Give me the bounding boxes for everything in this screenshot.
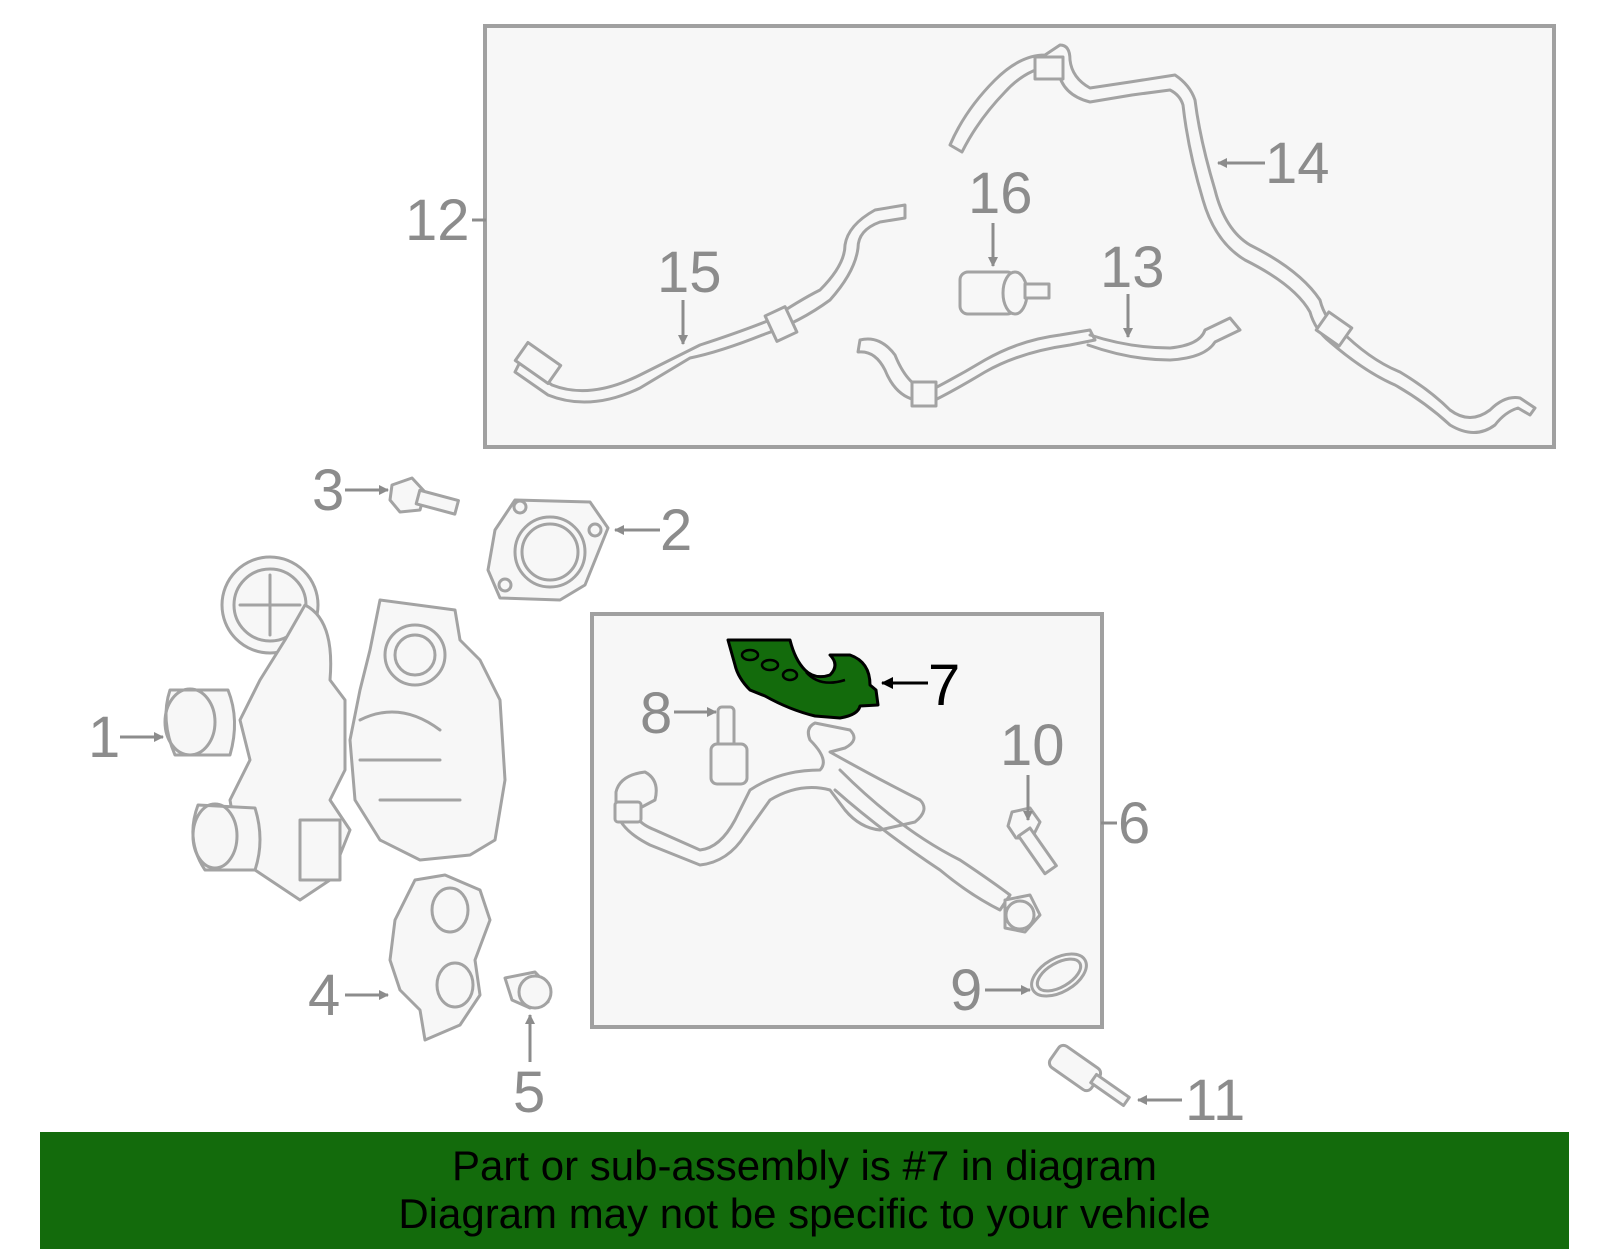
callout-9: 9: [950, 958, 982, 1023]
callout-10: 10: [1000, 713, 1065, 778]
callout-5: 5: [513, 1060, 545, 1125]
callout-1: 1: [88, 705, 120, 770]
part-1-turbocharger[interactable]: [163, 555, 507, 902]
part-8-stud[interactable]: [709, 705, 749, 786]
part-7-highlighted-gasket[interactable]: [726, 638, 880, 720]
callout-15: 15: [657, 240, 722, 305]
callout-3: 3: [312, 458, 344, 523]
callout-12: 12: [405, 188, 470, 253]
info-banner: Part or sub-assembly is #7 in diagram Di…: [40, 1132, 1569, 1249]
part-11-sensor[interactable]: [1047, 1043, 1131, 1108]
callout-16: 16: [968, 161, 1033, 226]
callout-7: 7: [928, 653, 960, 718]
callout-13: 13: [1100, 235, 1165, 300]
part-3-bolt[interactable]: [388, 476, 460, 516]
part-13-harness[interactable]: [856, 316, 1242, 408]
part-4-heat-shield[interactable]: [388, 873, 492, 1042]
callout-11: 11: [1185, 1068, 1245, 1133]
callout-14: 14: [1265, 131, 1330, 196]
part-10-bolt[interactable]: [1006, 806, 1058, 876]
part-2-gasket[interactable]: [486, 498, 610, 602]
part-5-clip[interactable]: [503, 970, 553, 1010]
callout-2: 2: [660, 498, 692, 563]
leader-lines: [120, 158, 1265, 1105]
callout-4: 4: [308, 963, 340, 1028]
banner-line-2: Diagram may not be specific to your vehi…: [398, 1190, 1211, 1237]
part-6-oil-line[interactable]: [613, 721, 1042, 934]
part-9-o-ring[interactable]: [1025, 945, 1094, 1004]
part-14-hose[interactable]: [948, 43, 1537, 434]
part-15-sensor-wire[interactable]: [513, 203, 907, 404]
callout-6: 6: [1118, 791, 1150, 856]
banner-line-1: Part or sub-assembly is #7 in diagram: [452, 1142, 1157, 1189]
part-16-sensor[interactable]: [958, 270, 1051, 316]
callout-8: 8: [640, 681, 672, 746]
